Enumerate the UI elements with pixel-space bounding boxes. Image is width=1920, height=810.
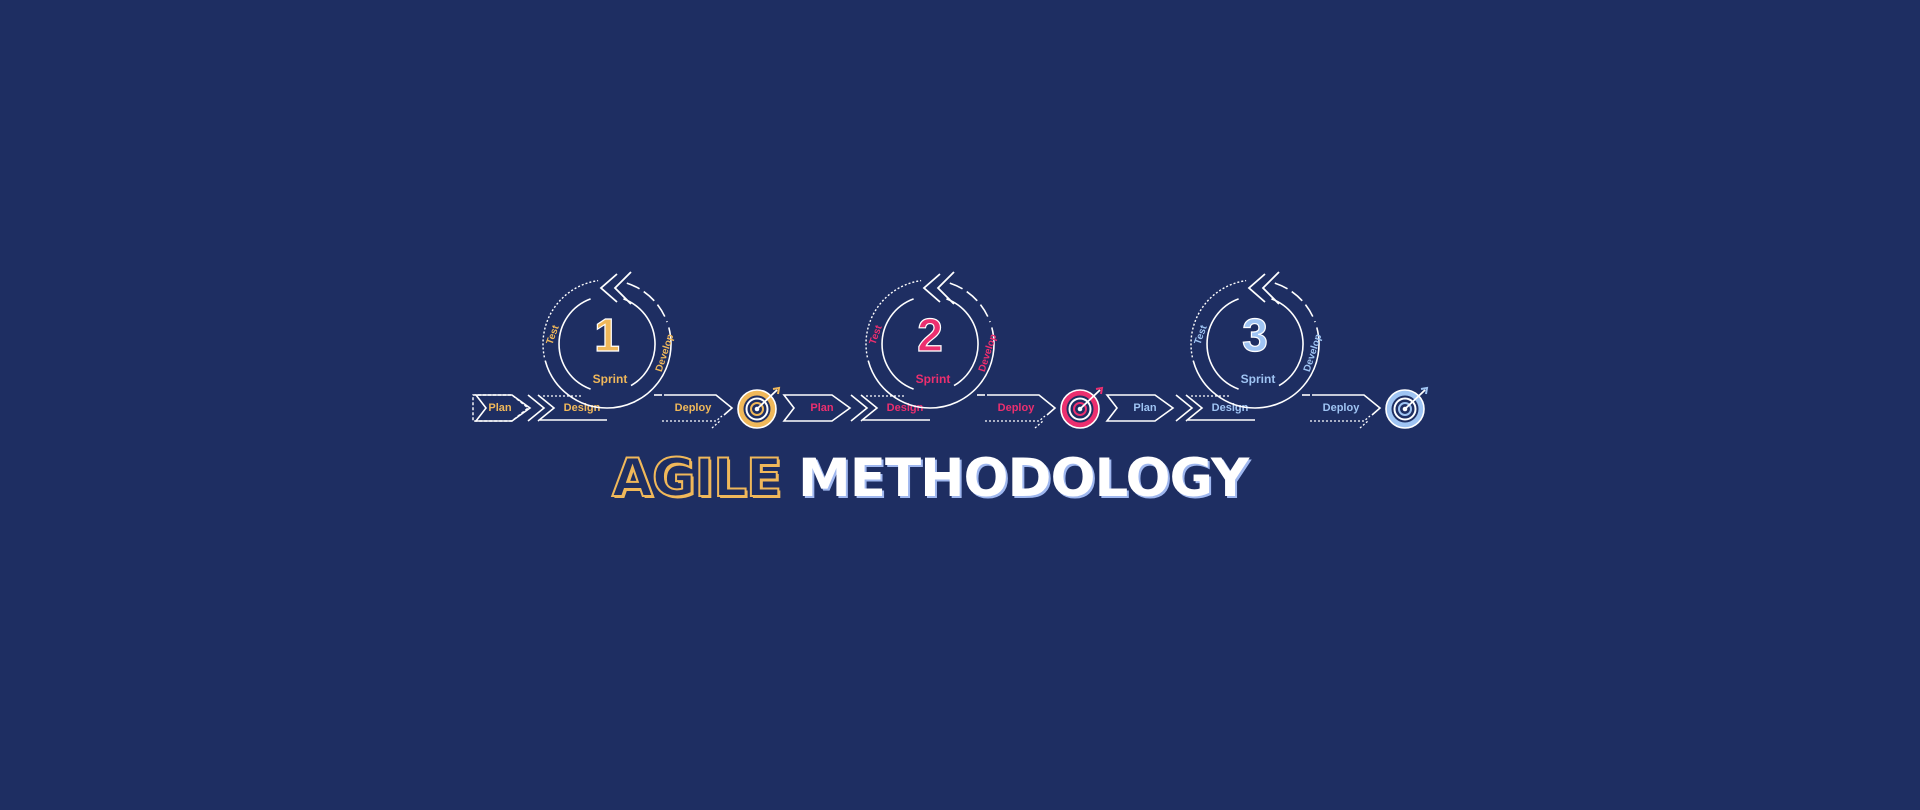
title-methodology: METHODOLOGY <box>798 448 1249 509</box>
loop-outer-arc <box>867 360 931 409</box>
loop-outer-dashed <box>626 282 668 323</box>
chevron-right-icon <box>527 394 546 422</box>
plan-label: Plan <box>810 402 834 414</box>
design-label: Design <box>887 402 924 414</box>
loop-inner-arc <box>881 298 914 390</box>
develop-label: Develop <box>1302 333 1324 373</box>
target-icon <box>1385 386 1429 429</box>
sprint-number: 2 <box>917 309 943 361</box>
loop-arrowhead-icon <box>936 271 955 305</box>
loop-outer-dotted <box>542 279 599 358</box>
chevron-right-icon <box>1175 394 1194 422</box>
chevron-right-icon <box>1185 394 1204 422</box>
plan-label: Plan <box>1133 402 1157 414</box>
plan-arrow <box>782 394 852 422</box>
sprint-label: Sprint <box>1241 372 1276 386</box>
loop-outer-arc <box>1192 360 1256 409</box>
plan-arrow <box>1105 394 1175 422</box>
loop-outer-arc <box>544 360 608 409</box>
loop-arrowhead-icon <box>613 271 632 305</box>
loop-inner-right <box>623 298 656 387</box>
loop-outer-right <box>929 327 995 409</box>
plan-arrow-outline <box>474 394 532 422</box>
sprint-number: 1 <box>594 309 620 361</box>
chevron-right-icon <box>860 394 879 422</box>
chevron-right-icon <box>537 394 556 422</box>
design-label: Design <box>1212 402 1249 414</box>
sprint-label: Sprint <box>916 372 951 386</box>
loop-outer-dotted <box>1190 279 1247 358</box>
target-icon <box>737 386 781 429</box>
loop-inner-right <box>1271 298 1304 387</box>
develop-label: Develop <box>977 333 999 373</box>
loop-outer-right <box>606 327 672 409</box>
chevron-right-icon <box>850 394 869 422</box>
loop-arrowhead-icon <box>1261 271 1280 305</box>
loop-inner-right <box>946 298 979 387</box>
loop-outer-dashed <box>949 282 991 323</box>
loop-inner-arc <box>558 298 591 390</box>
target-icon <box>1060 386 1104 429</box>
develop-label: Develop <box>654 333 676 373</box>
loop-outer-dashed <box>1274 282 1316 323</box>
sprint-label: Sprint <box>593 372 628 386</box>
loop-outer-dotted <box>865 279 922 358</box>
loop-outer-right <box>1254 327 1320 409</box>
loop-arrowhead-icon <box>1247 273 1266 303</box>
deploy-arrow <box>664 394 734 416</box>
loop-arrowhead-icon <box>599 273 618 303</box>
loop-arrowhead-icon <box>922 273 941 303</box>
deploy-arrow <box>987 394 1057 416</box>
deploy-label: Deploy <box>1323 402 1361 414</box>
design-label: Design <box>564 402 601 414</box>
deploy-label: Deploy <box>675 402 713 414</box>
plan-label: Plan <box>488 402 512 414</box>
deploy-arrow <box>1312 394 1382 416</box>
sprint-number: 3 <box>1242 309 1268 361</box>
title-agile: AGILE <box>611 448 783 509</box>
loop-inner-arc <box>1206 298 1239 390</box>
deploy-label: Deploy <box>998 402 1036 414</box>
